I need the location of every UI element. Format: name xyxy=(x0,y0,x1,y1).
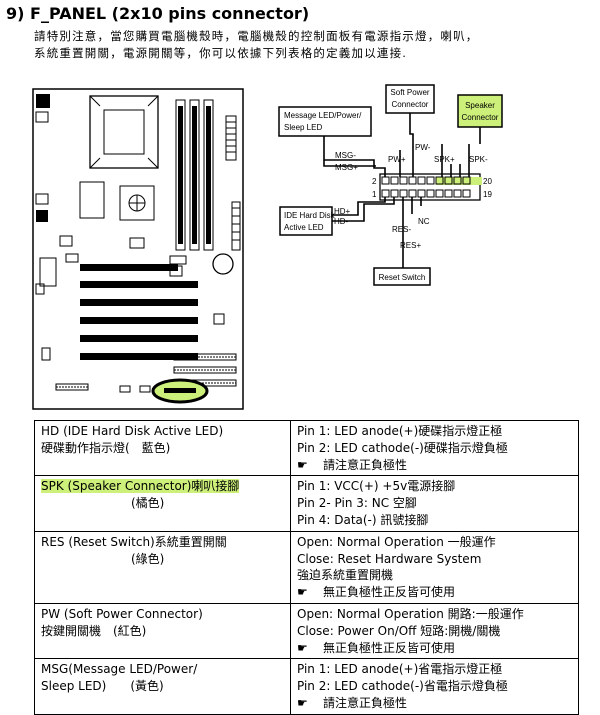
table-cell-msg-left: MSG(Message LED/Power/ Sleep LED) (黃色) xyxy=(34,658,291,715)
spk-pin-4: Pin 4: Data(-) 訊號接腳 xyxy=(297,512,429,527)
hd-pin-1: Pin 1: LED anode(+)硬碟指示燈正極 xyxy=(297,424,503,438)
hand-pointer-icon: ☛ xyxy=(297,695,308,710)
message-led-box xyxy=(278,106,372,137)
section-heading: 9) F_PANEL (2x10 pins connector) xyxy=(6,4,310,23)
hd-name: HD (IDE Hard Disk Active LED) xyxy=(41,424,224,438)
table-row-spk: SPK (Speaker Connector)喇叭接腳 (橘色) Pin 1: … xyxy=(34,475,579,532)
pin-label-spk-plus: SPK+ xyxy=(434,155,455,164)
motherboard-illustration xyxy=(32,88,244,410)
message-led-label-1: Message LED/Power/ xyxy=(284,111,362,120)
pw-close: Close: Power On/Off 短路:開機/關機 xyxy=(297,623,501,638)
msg-pin-1: Pin 1: LED anode(+)省電指示燈正極 xyxy=(297,662,503,677)
msg-pin-2: Pin 2: LED cathode(-)省電指示燈負極 xyxy=(297,679,508,694)
spk-name-line: SPK (Speaker Connector)喇叭接腳 xyxy=(41,478,284,495)
res-close: Close: Reset Hardware System xyxy=(297,551,482,566)
pw-note: ☛ 無正負極性正反皆可使用 xyxy=(297,640,572,657)
hand-pointer-icon: ☛ xyxy=(297,640,308,655)
reset-switch-label: Reset Switch xyxy=(379,273,426,282)
msg-note: ☛ 請注意正負極性 xyxy=(297,695,572,712)
intro-line-1: 請特別注意，當您購買電腦機殼時，電腦機殼的控制面板有電源指示燈，喇叭， xyxy=(34,29,479,43)
spk-name: SPK (Speaker Connector)喇叭接腳 xyxy=(41,479,240,494)
msg-description: Sleep LED) (黃色) xyxy=(41,679,164,694)
table-cell-hd-right: Pin 1: LED anode(+)硬碟指示燈正極 Pin 2: LED ca… xyxy=(290,419,579,477)
hd-pin-2: Pin 2: LED cathode(-)硬碟指示燈負極 xyxy=(297,440,508,455)
table-cell-spk-left: SPK (Speaker Connector)喇叭接腳 (橘色) xyxy=(34,475,291,532)
pw-note-text: 無正負極性正反皆可使用 xyxy=(323,640,456,655)
speaker-label-2: Connector xyxy=(462,113,499,122)
soft-power-label-1: Soft Power xyxy=(390,88,429,97)
res-color: (綠色) xyxy=(131,551,165,566)
res-force-reset: 強迫系統重置開機 xyxy=(297,568,394,583)
table-cell-hd-left: HD (IDE Hard Disk Active LED) 硬碟動作指示燈( 藍… xyxy=(34,419,291,477)
hand-pointer-icon: ☛ xyxy=(297,457,308,472)
pin-definition-table: HD (IDE Hard Disk Active LED) 硬碟動作指示燈( 藍… xyxy=(34,419,579,715)
table-row-msg: MSG(Message LED/Power/ Sleep LED) (黃色) P… xyxy=(34,658,579,715)
table-row-pw: PW (Soft Power Connector) 按鍵開關機 (紅色) Ope… xyxy=(34,602,579,660)
table-cell-res-left: RES (Reset Switch)系統重置開關 (綠色) xyxy=(34,530,291,604)
pin-label-spk-minus: SPK- xyxy=(469,155,488,164)
table-cell-pw-left: PW (Soft Power Connector) 按鍵開關機 (紅色) xyxy=(34,602,291,660)
pw-description: 按鍵開關機 (紅色) xyxy=(41,623,147,638)
pin-label-pw-minus: PW- xyxy=(415,143,431,152)
pin-label-pw-plus: PW+ xyxy=(388,155,406,164)
table-cell-msg-right: Pin 1: LED anode(+)省電指示燈正極 Pin 2: LED ca… xyxy=(290,658,579,715)
pin-number-19: 19 xyxy=(483,190,492,199)
ide-led-label-1: IDE Hard Disk xyxy=(284,211,336,220)
table-row-hd: HD (IDE Hard Disk Active LED) 硬碟動作指示燈( 藍… xyxy=(34,419,579,477)
spk-pin-1: Pin 1: VCC(+) +5v電源接腳 xyxy=(297,479,456,494)
spk-color: (橘色) xyxy=(131,496,165,511)
pw-open: Open: Normal Operation 開路:一般運作 xyxy=(297,606,524,621)
pw-name: PW (Soft Power Connector) xyxy=(41,606,203,621)
hd-description: 硬碟動作指示燈( 藍色) xyxy=(41,440,171,455)
table-row-res: RES (Reset Switch)系統重置開關 (綠色) Open: Norm… xyxy=(34,530,579,604)
pin-label-hd-minus: HD- xyxy=(334,217,349,226)
intro-line-2: 系統重置開關，電源開關等，你可以依據下列表格的定義加以連接. xyxy=(34,46,408,60)
pin-label-nc: NC xyxy=(418,217,430,226)
table-cell-res-right: Open: Normal Operation 一般運作 Close: Reset… xyxy=(290,530,579,604)
pin-label-msg-minus: MSG- xyxy=(335,151,356,160)
pin-label-res-minus: RES- xyxy=(392,225,411,234)
pin-number-20: 20 xyxy=(483,177,492,186)
speaker-label-1: Speaker xyxy=(465,101,495,110)
pin-label-res-plus: RES+ xyxy=(400,241,421,250)
pin-label-msg-plus: MSG+ xyxy=(335,163,358,172)
soft-power-label-2: Connector xyxy=(392,100,429,109)
hd-note: ☛ 請注意正負極性 xyxy=(297,457,572,474)
msg-note-text: 請注意正負極性 xyxy=(323,695,408,710)
pin-number-2: 2 xyxy=(372,177,377,186)
message-led-label-2: Sleep LED xyxy=(284,123,322,132)
hd-note-text: 請注意正負極性 xyxy=(323,457,408,472)
pin-number-1: 1 xyxy=(372,190,377,199)
table-cell-spk-right: Pin 1: VCC(+) +5v電源接腳 Pin 2- Pin 3: NC 空… xyxy=(290,475,579,532)
spk-pin-2-3: Pin 2- Pin 3: NC 空腳 xyxy=(297,496,417,511)
pin-label-hd-plus: HD+ xyxy=(334,207,351,216)
speaker-box xyxy=(457,94,503,128)
res-note: ☛ 無正負極性正反皆可使用 xyxy=(297,584,572,601)
table-cell-pw-right: Open: Normal Operation 開路:一般運作 Close: Po… xyxy=(290,602,579,660)
res-name: RES (Reset Switch)系統重置開關 xyxy=(41,534,227,549)
reset-switch-box xyxy=(373,267,431,286)
hand-pointer-icon: ☛ xyxy=(297,585,308,600)
res-note-text: 無正負極性正反皆可使用 xyxy=(323,585,456,600)
ide-led-label-2: Active LED xyxy=(284,223,324,232)
res-open: Open: Normal Operation 一般運作 xyxy=(297,534,496,549)
f-panel-pin-diagram: Soft Power Connector Speaker Connector M… xyxy=(278,84,503,286)
msg-name: MSG(Message LED/Power/ xyxy=(41,662,198,677)
